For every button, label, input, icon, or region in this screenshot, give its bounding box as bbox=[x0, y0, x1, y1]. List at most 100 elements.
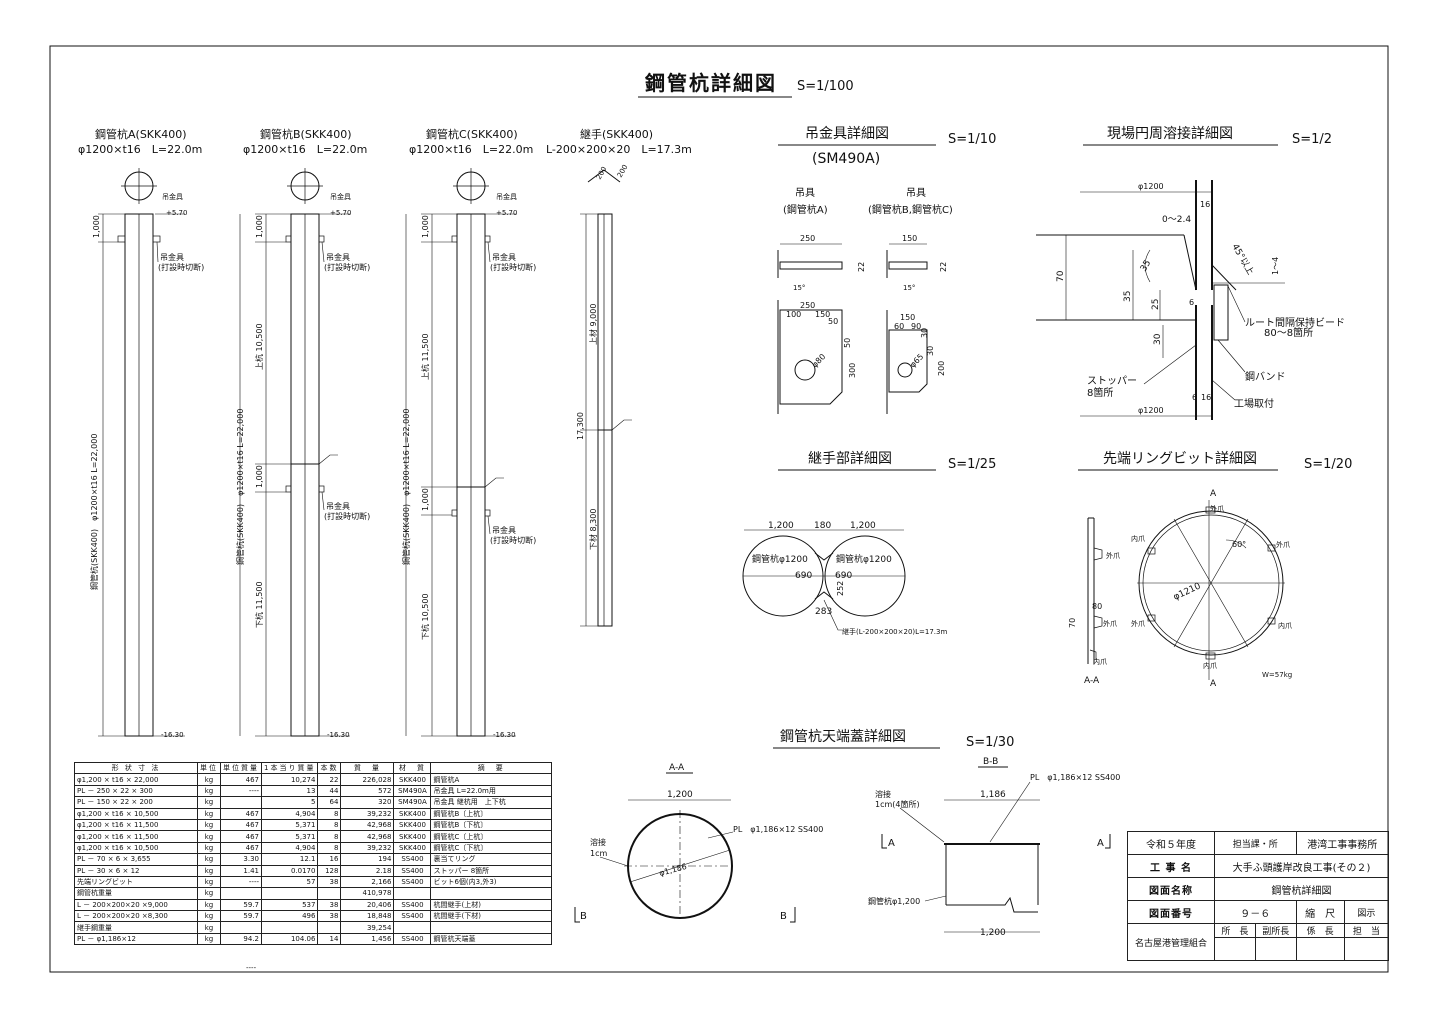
tb-sign-box-3 bbox=[1295, 937, 1345, 961]
table-cell: 16 bbox=[317, 853, 342, 866]
ring-outer-bl: 外爪 bbox=[1131, 619, 1145, 628]
tb-dept: 港湾工事事務所 bbox=[1295, 831, 1390, 855]
cap-aa-plate: PL φ1,186×12 SS400 bbox=[733, 825, 823, 834]
material-table: 形 状 寸 法 単位 単位質量 1本当り質量 本数 質 量 材 質 摘 要 φ1… bbox=[74, 761, 552, 946]
weld-d1: φ1200 bbox=[1138, 182, 1164, 191]
pile-c-cut2-label-1: 吊金具 bbox=[492, 525, 516, 535]
col-mass: 質 量 bbox=[340, 761, 395, 775]
pile-c-name: 鋼管杭C(SKK400) bbox=[426, 127, 518, 141]
lug-right-w: 150 bbox=[902, 234, 917, 243]
tb-year: 令和５年度 bbox=[1127, 831, 1215, 855]
cap-bb-pile: 鋼管杭φ1,200 bbox=[868, 896, 920, 906]
table-cell: 2.18 bbox=[340, 864, 395, 877]
pile-c-elevation: 鋼管杭C(SKK400) φ1200×t16 L=22.0m 吊金具 +5.70… bbox=[401, 127, 536, 739]
joint-pile-r: 鋼管杭φ1200 bbox=[836, 553, 892, 565]
material-table-header: 形 状 寸 法 単位 単位質量 1本当り質量 本数 質 量 材 質 摘 要 bbox=[74, 761, 552, 775]
pile-a-lug-label: 吊金具 bbox=[162, 192, 183, 201]
tb-drawing: 鋼管杭詳細図 bbox=[1214, 877, 1389, 901]
col-remark: 摘 要 bbox=[430, 761, 552, 775]
joint-member-spec: L-200×200×20 L=17.3m bbox=[546, 143, 692, 156]
pile-b-cut-label-1: 吊金具 bbox=[326, 252, 350, 262]
pile-a-cut-label-1: 吊金具 bbox=[160, 252, 184, 262]
tb-work: 大手ふ頭護岸改良工事(その２) bbox=[1214, 854, 1389, 878]
cap-detail-title: 鋼管杭天端蓋詳細図 bbox=[780, 729, 906, 745]
lug-left-bev: 15° bbox=[793, 284, 805, 292]
table-cell: SKK400 bbox=[393, 807, 432, 820]
table-cell: kg bbox=[197, 932, 221, 946]
table-cell: 1.41 bbox=[220, 864, 262, 877]
pile-b-cut-label-2: (打設時切断) bbox=[324, 262, 370, 272]
table-cell: 18,848 bbox=[340, 910, 395, 923]
col-shape: 形 状 寸 法 bbox=[74, 761, 198, 775]
weld-angle: 45°以上 bbox=[1229, 242, 1256, 277]
table-cell: SS400 bbox=[393, 932, 432, 946]
joint-r2: 690 bbox=[835, 571, 852, 581]
cap-detail-scale: S=1/30 bbox=[966, 735, 1014, 750]
weld-stopper-count: 8箇所 bbox=[1087, 386, 1113, 399]
cap-bb-plate: PL φ1,186×12 SS400 bbox=[1030, 773, 1120, 782]
weld-h35b: 35 bbox=[1139, 259, 1153, 274]
weld-detail-scale: S=1/2 bbox=[1292, 132, 1332, 147]
table-cell: L － 200×200×20 ×9,000 bbox=[74, 898, 198, 912]
table-cell: PL － 30 × 6 × 12 bbox=[74, 864, 198, 877]
cap-aa-weld-1: 溶接 bbox=[590, 837, 606, 847]
lug-left-a: 100 bbox=[786, 310, 801, 319]
table-cell: 59.7 bbox=[220, 910, 262, 923]
table-cell: φ1,200 × t16 × 10,500 bbox=[74, 841, 198, 855]
ring-dia: φ1210 bbox=[1172, 581, 1203, 602]
table-cell: kg bbox=[197, 807, 221, 820]
ring-outer-tr: 外爪 bbox=[1276, 540, 1290, 549]
table-cell: SKK400 bbox=[393, 841, 432, 855]
table-cell: ---- bbox=[220, 875, 262, 889]
table-cell: kg bbox=[197, 841, 221, 855]
tb-sign-box-1 bbox=[1214, 937, 1256, 961]
tb-dept-label: 担当課・所 bbox=[1214, 831, 1297, 855]
ring-detail-scale: S=1/20 bbox=[1304, 457, 1352, 472]
table-cell: 継手鋼重量 bbox=[74, 921, 198, 934]
joint-d283: 283 bbox=[815, 607, 832, 617]
table-cell bbox=[220, 921, 262, 934]
table-cell bbox=[317, 887, 342, 900]
table-cell: 39,232 bbox=[340, 807, 395, 820]
pile-b-cut2-label-2: (打設時切断) bbox=[324, 511, 370, 521]
table-cell bbox=[260, 921, 319, 934]
lug-right-label-2: (鋼管杭B,鋼管杭C) bbox=[868, 203, 953, 216]
table-cell: 320 bbox=[340, 796, 395, 809]
table-cell: 537 bbox=[260, 898, 319, 912]
weld-factory: 工場取付 bbox=[1234, 397, 1274, 410]
table-cell: PL － φ1,186×12 bbox=[74, 932, 198, 946]
lug-left-b: 150 bbox=[815, 310, 830, 319]
main-title-text: 鋼管杭詳細図 bbox=[645, 71, 777, 95]
table-cell: 39,254 bbox=[340, 921, 395, 934]
weld-band: 鋼バンド bbox=[1245, 370, 1286, 383]
lug-right-d: 30 bbox=[926, 346, 935, 356]
cap-bb-weld-1: 溶接 bbox=[875, 789, 891, 799]
table-cell: 44 bbox=[317, 784, 342, 798]
pile-b-bottom-level: -16.30 bbox=[327, 731, 350, 739]
lug-right-t: 22 bbox=[939, 262, 948, 272]
ring-outer-side-2: 外爪 bbox=[1103, 619, 1117, 628]
cap-aa-dia: φ1,186 bbox=[658, 862, 688, 878]
table-cell: 20,406 bbox=[340, 898, 395, 912]
weld-t16: 16 bbox=[1200, 200, 1210, 209]
ring-inner-side: 内爪 bbox=[1093, 657, 1107, 666]
pile-b-spec: φ1200×t16 L=22.0m bbox=[243, 143, 367, 156]
tb-sign-box-4 bbox=[1343, 937, 1390, 961]
pile-c-total: 鋼管杭(SKK400) φ1200×t16 L=22,000 bbox=[401, 409, 411, 565]
joint-member-dim-b: 200 bbox=[616, 163, 630, 179]
tb-drawing-label: 図面名称 bbox=[1127, 877, 1215, 901]
lug-left-d: 50 bbox=[843, 338, 852, 348]
pile-b-total: 鋼管杭(SKK400) φ1200×t16 L=22,000 bbox=[235, 409, 245, 565]
tb-work-label: 工 事 名 bbox=[1127, 854, 1215, 878]
table-cell: 鋼管杭重量 bbox=[74, 887, 198, 900]
table-cell: SM490A bbox=[393, 796, 432, 809]
lug-right-w2: 150 bbox=[900, 313, 915, 322]
cap-bb-weld-2: 1cm(4箇所) bbox=[875, 799, 920, 809]
weld-h25: 25 bbox=[1151, 299, 1161, 310]
